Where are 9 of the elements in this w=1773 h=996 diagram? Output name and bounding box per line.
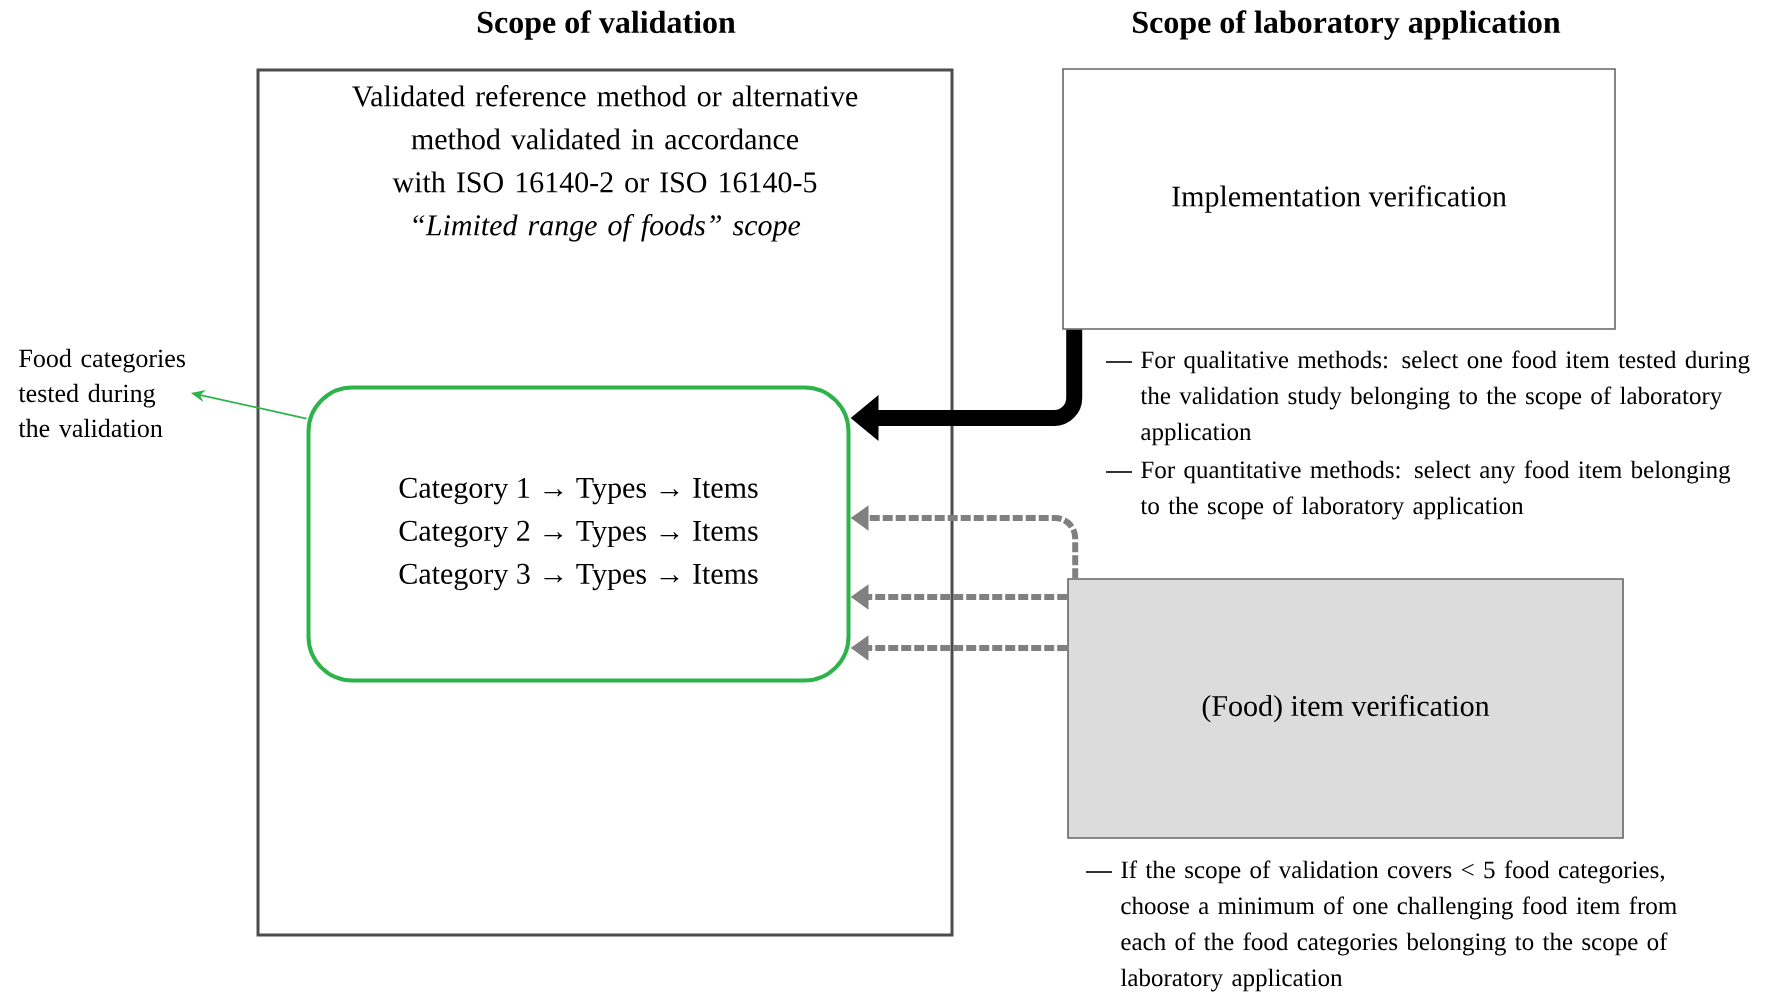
column-heading: Scope of laboratory application xyxy=(1133,10,1561,40)
column-heading: Scope of validation xyxy=(477,10,736,40)
category-box: Category 1 → Types → Items Category 2 → Types → Items Category 3 → Types → Items xyxy=(306,385,851,683)
note-text: If the scope of validation covers < 5 food categories, choose a minimum of one challenging food item from each of the food categories belonging to the scope of laboratory application xyxy=(1120,860,1677,992)
verification-box: Implementation verification xyxy=(1062,68,1616,330)
annotation-text: Food categories tested during the validation xyxy=(18,348,185,438)
note-text: For qualitative methods: select one food item tested during the validation study belonging to the scope of laboratory application xyxy=(1140,350,1750,446)
verification-box: (Food) item verification xyxy=(1067,578,1624,839)
note-text: For quantitative methods: select any food item belonging to the scope of laboratory application xyxy=(1140,460,1731,520)
